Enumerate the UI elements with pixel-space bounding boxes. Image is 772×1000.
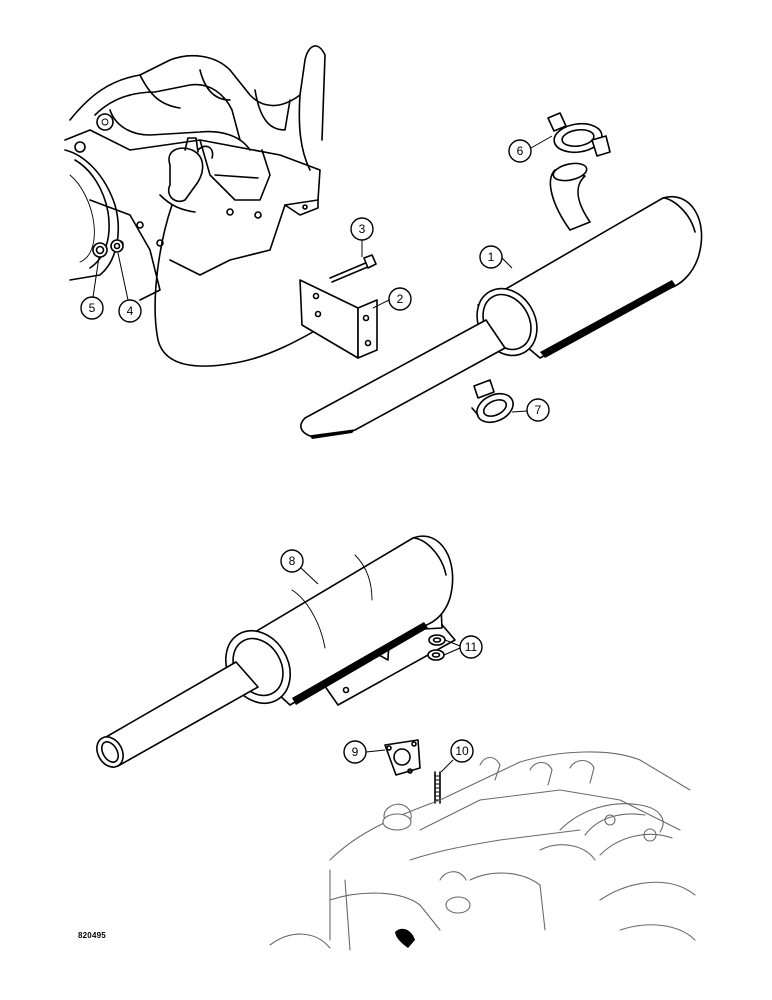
engine-block-upper: [64, 45, 331, 367]
callout-3: 3: [350, 217, 374, 257]
callout-6: 6: [508, 135, 553, 163]
callout-7: 7: [511, 398, 550, 422]
callout-label: 3: [359, 222, 366, 236]
callout-label: 2: [397, 292, 404, 306]
mounting-bracket: [299, 279, 378, 359]
callout-label: 1: [488, 250, 495, 264]
callout-label: 4: [127, 304, 134, 318]
pipe-clamp-lower: [471, 379, 514, 424]
callout-11: 11: [443, 635, 483, 659]
muffler-alternate: [96, 535, 456, 768]
callout-label: 11: [465, 640, 478, 654]
stud: [434, 771, 441, 804]
callout-label: 9: [352, 745, 359, 759]
callout-10: 10: [440, 739, 474, 773]
callout-5: 5: [80, 256, 104, 320]
callout-label: 8: [289, 554, 296, 568]
callout-label: 7: [535, 403, 542, 417]
pipe-clamp-upper: [547, 112, 611, 157]
callout-2: 2: [372, 287, 412, 311]
callout-label: 10: [455, 744, 469, 758]
callout-8: 8: [280, 549, 319, 585]
callout-9: 9: [343, 740, 386, 764]
callout-label: 5: [89, 301, 96, 315]
engine-block-lower: [269, 751, 696, 951]
bolt: [329, 254, 377, 283]
callout-label: 6: [517, 144, 524, 158]
callout-1: 1: [479, 245, 513, 269]
manifold-gasket: [384, 739, 421, 776]
figure-code: 820495: [78, 931, 106, 940]
muffler: [300, 162, 703, 439]
callout-4: 4: [117, 252, 142, 323]
